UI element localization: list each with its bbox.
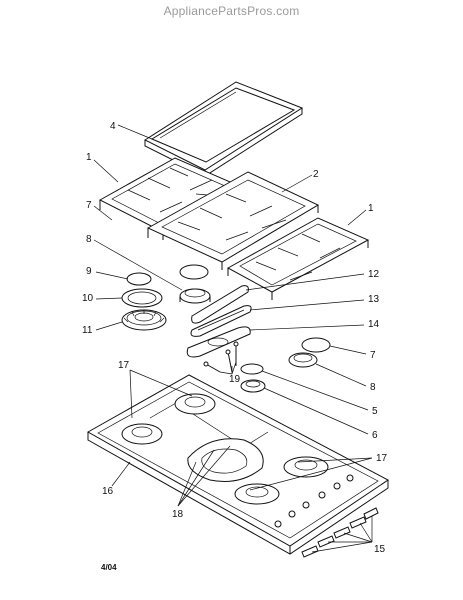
small-cap [126, 272, 152, 286]
callout-foot-right: 7 [370, 350, 376, 361]
callout-cooktop: 16 [102, 486, 114, 497]
knob [317, 535, 335, 548]
grate-right [226, 217, 370, 300]
burner-right [240, 379, 266, 393]
cooktop-burner-rear-left [174, 393, 216, 415]
callout-burner-base: 11 [82, 325, 93, 336]
knobs [301, 507, 379, 558]
small-cap-right [240, 363, 264, 375]
foot-right [301, 337, 331, 353]
callout-electrodes-bottom: 18 [172, 509, 184, 520]
callout-knobs: 15 [374, 544, 386, 555]
grate-center [146, 171, 320, 270]
burner-ring [121, 288, 163, 308]
callout-electrodes-top: 17 [118, 360, 130, 371]
callout-foot-left: 7 [86, 200, 92, 211]
burner-cap-right [288, 352, 318, 368]
knob [349, 516, 367, 529]
knob-holes [274, 474, 354, 528]
callout-small-cap-right: 5 [372, 406, 378, 417]
knob [363, 507, 379, 520]
callout-numbers: 4 1 2 1 7 8 9 10 11 12 13 14 7 8 19 5 6 … [82, 121, 388, 555]
cooktop-burner-front-left [121, 423, 163, 445]
callout-grate-right: 1 [368, 203, 374, 214]
cooktop-center-burner [187, 438, 264, 482]
burner-head-left [179, 288, 211, 304]
callout-burner-right: 6 [372, 430, 378, 441]
callout-electrodes-right: 17 [376, 453, 388, 464]
cooktop-burner-rear-right [283, 456, 329, 478]
callout-burner-cap-left: 8 [86, 234, 92, 245]
callout-gasket-mid: 13 [368, 294, 380, 305]
knob [333, 526, 351, 539]
callout-grate-center: 2 [313, 169, 319, 180]
watermark: AppliancePartsPros.com [163, 4, 300, 18]
callout-grate-left: 1 [86, 152, 92, 163]
date-code: 4/04 [101, 563, 117, 572]
gasket-bottom [186, 326, 251, 358]
callout-orifice: 19 [229, 374, 241, 385]
gasket-top [191, 285, 249, 324]
leader-lines [93, 124, 373, 553]
burner-base [121, 309, 167, 331]
burner-cap-left [179, 264, 209, 280]
callout-gasket-bottom: 14 [368, 319, 380, 330]
gasket-mid [190, 305, 252, 337]
callout-cap-small: 9 [86, 266, 92, 277]
cooktop-burner-front-right [234, 483, 280, 505]
callout-gasket-top: 12 [368, 269, 380, 280]
callout-burner-cap-right: 8 [370, 382, 376, 393]
callout-ring: 10 [82, 293, 94, 304]
callout-griddle: 4 [110, 121, 116, 132]
